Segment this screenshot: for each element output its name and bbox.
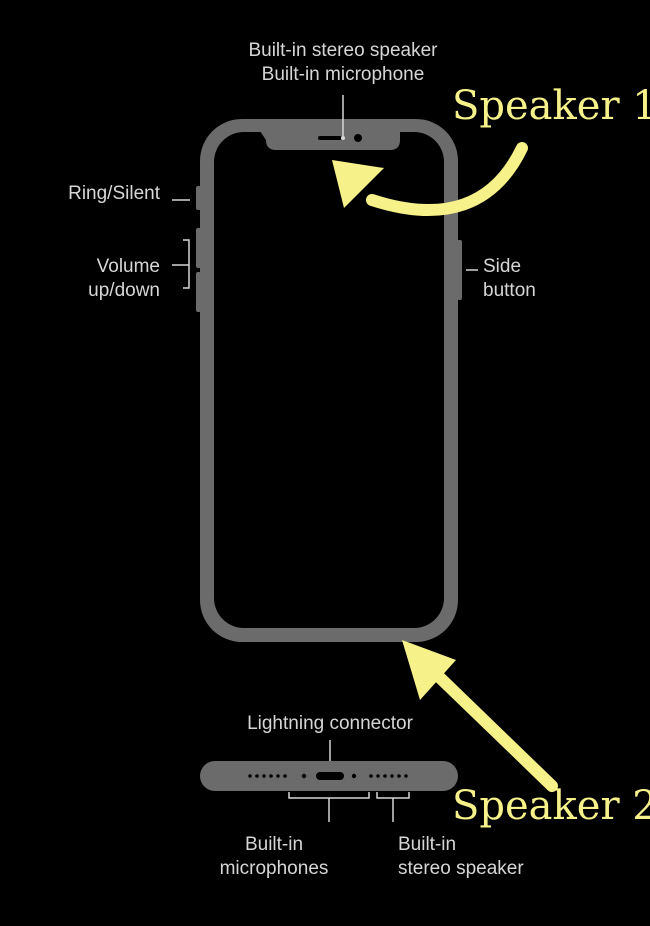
- left-mic-holes: [248, 773, 307, 779]
- speaker-2-callout: Speaker 2: [452, 783, 650, 829]
- mics-label-line2: microphones: [219, 858, 329, 879]
- phone-bottom: [200, 761, 458, 791]
- mics-bracket: [288, 792, 370, 822]
- right-speaker-holes: [351, 773, 408, 779]
- speaker-1-callout: Speaker 1: [452, 83, 650, 129]
- lightning-label: Lightning connector: [247, 713, 413, 734]
- top-label-speaker: Built-in stereo speaker: [248, 40, 438, 61]
- volume-up-button: [196, 228, 201, 268]
- ring-silent-switch: [196, 186, 201, 210]
- volume-label-line2: up/down: [88, 280, 160, 301]
- bottom-speaker-label-line2: stereo speaker: [398, 858, 524, 879]
- leader-lines: [172, 95, 478, 822]
- front-camera: [354, 134, 362, 142]
- volume-bracket: [172, 239, 190, 289]
- volume-down-button: [196, 272, 201, 312]
- side-button-label-line1: Side: [483, 256, 522, 277]
- top-label-microphone: Built-in microphone: [261, 64, 425, 85]
- arrow-icon: [402, 640, 558, 792]
- side-button-label-line2: button: [483, 280, 536, 301]
- speaker-bracket: [376, 792, 410, 822]
- curved-arrow-icon: [332, 142, 528, 217]
- microphone-dot: [341, 136, 345, 140]
- earpiece-speaker: [318, 136, 342, 140]
- phone-front: [196, 119, 462, 642]
- mics-label-line1: Built-in: [244, 834, 304, 855]
- ring-silent-label: Ring/Silent: [68, 183, 160, 204]
- volume-label-line1: Volume: [96, 256, 160, 277]
- phone-screen: [214, 132, 444, 628]
- bottom-speaker-label-line1: Built-in: [398, 834, 457, 855]
- lightning-port: [316, 772, 344, 780]
- side-button: [457, 240, 462, 300]
